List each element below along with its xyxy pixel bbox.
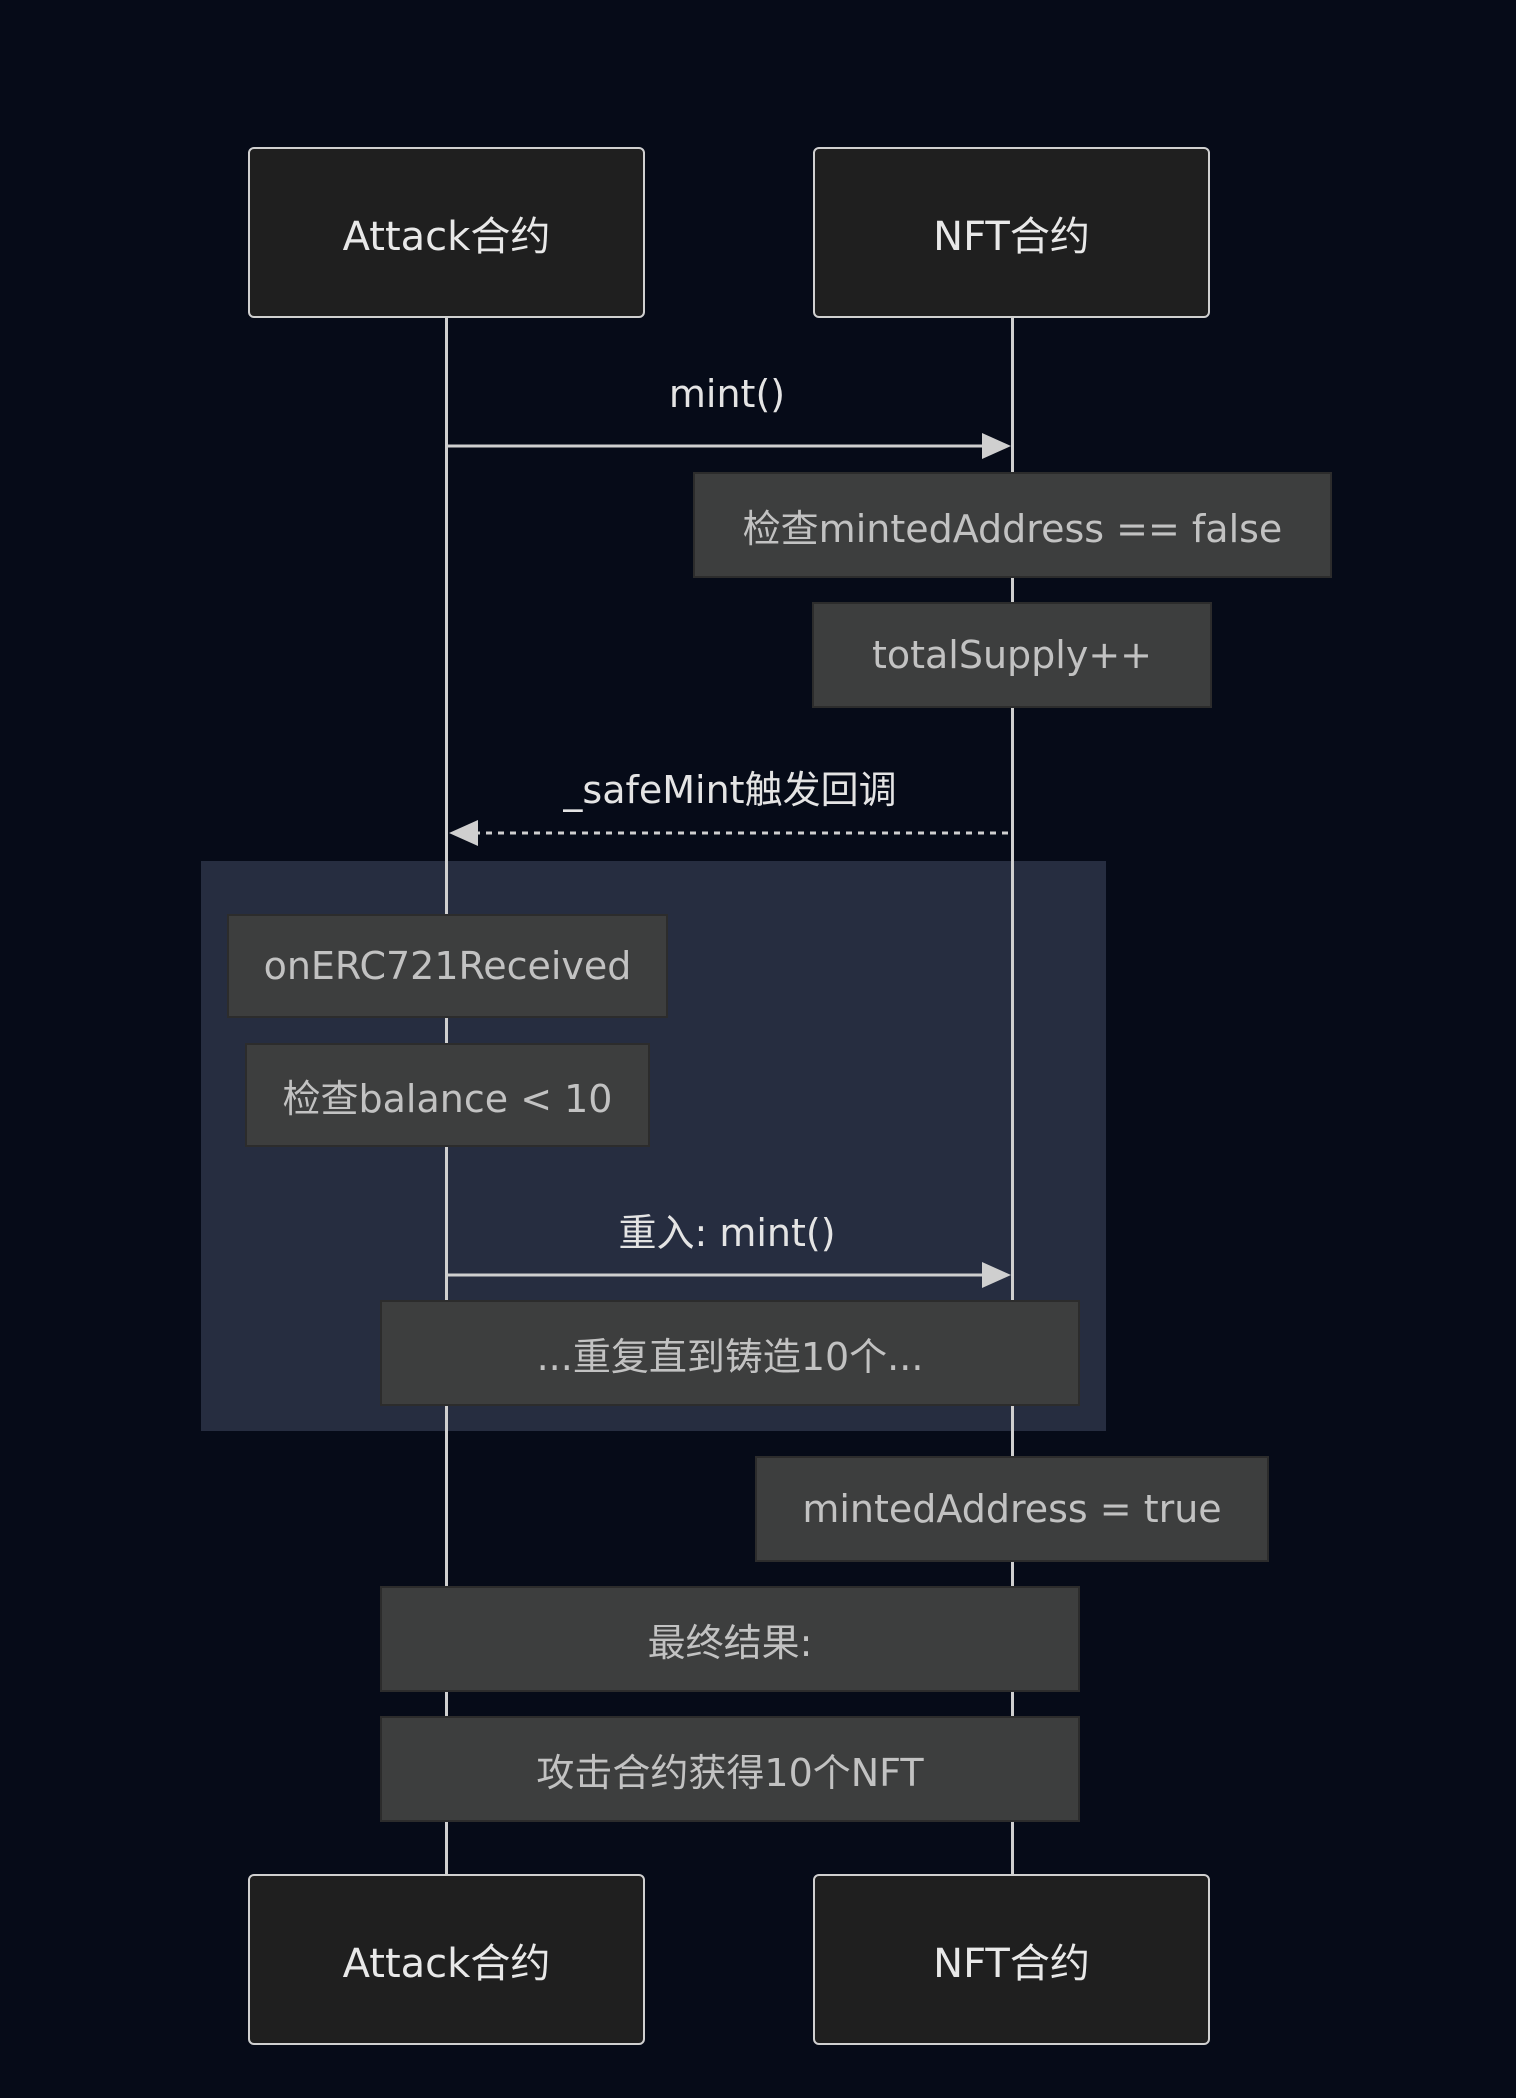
note-final-result: 攻击合约获得10个NFT — [380, 1716, 1080, 1822]
note-total-supply: totalSupply++ — [812, 602, 1212, 708]
callback-message-label: _safeMint触发回调 — [563, 768, 897, 812]
note-set-minted: mintedAddress = true — [755, 1456, 1269, 1562]
attack-contract-label: Attack合约 — [342, 213, 551, 260]
mint-arrow — [447, 433, 1011, 459]
callback-arrow — [449, 820, 1011, 846]
note-text: ...重复直到铸造10个... — [536, 1334, 924, 1379]
nft-lifeline — [1011, 318, 1014, 1878]
note-check-minted: 检查mintedAddress == false — [693, 472, 1332, 578]
mint-message-label: mint() — [668, 372, 786, 416]
note-repeat: ...重复直到铸造10个... — [380, 1300, 1080, 1406]
nft-contract-label: NFT合约 — [933, 1940, 1090, 1987]
note-text: 检查mintedAddress == false — [742, 506, 1283, 551]
note-text: 检查balance < 10 — [282, 1076, 613, 1121]
attack-contract-actor-top: Attack合约 — [248, 147, 645, 318]
attack-contract-label: Attack合约 — [342, 1940, 551, 1987]
note-text: onERC721Received — [263, 944, 632, 988]
note-text: totalSupply++ — [871, 633, 1153, 677]
note-final-title: 最终结果: — [380, 1586, 1080, 1692]
reenter-message-label: 重入: mint() — [618, 1211, 836, 1255]
note-text: 最终结果: — [647, 1620, 813, 1665]
note-text: 攻击合约获得10个NFT — [536, 1750, 924, 1795]
attack-contract-actor-bottom: Attack合约 — [248, 1874, 645, 2045]
nft-contract-actor-bottom: NFT合约 — [813, 1874, 1210, 2045]
nft-contract-label: NFT合约 — [933, 213, 1090, 260]
reenter-arrow — [447, 1262, 1011, 1288]
note-check-balance: 检查balance < 10 — [245, 1043, 650, 1147]
note-text: mintedAddress = true — [802, 1487, 1222, 1531]
note-on-received: onERC721Received — [227, 914, 668, 1018]
nft-contract-actor-top: NFT合约 — [813, 147, 1210, 318]
